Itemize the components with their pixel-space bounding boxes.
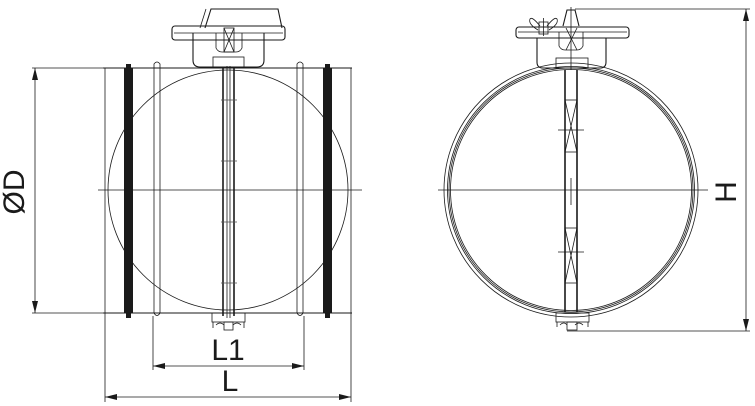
damper-blade-outline <box>107 69 349 311</box>
dimension-diameter: ØD <box>0 67 103 314</box>
duct-body <box>103 67 352 314</box>
manual-actuator <box>171 8 286 69</box>
side-view: ØD L1 L <box>0 8 362 402</box>
wing-nut <box>529 17 558 36</box>
left-bead <box>153 61 161 316</box>
front-actuator <box>515 7 630 70</box>
right-bead <box>296 61 304 316</box>
damper-shaft <box>221 66 237 318</box>
dimension-l: L <box>104 313 352 402</box>
l-label: L <box>222 365 239 398</box>
front-view: H <box>438 7 750 332</box>
front-shaft <box>558 70 584 312</box>
l1-label: L1 <box>211 334 244 367</box>
height-label: H <box>710 181 743 203</box>
right-gasket <box>323 64 332 318</box>
front-bottom-bearing <box>555 312 590 331</box>
dimension-height: H <box>567 8 750 332</box>
dimension-l1: L1 <box>152 316 305 370</box>
diameter-label: ØD <box>0 170 31 215</box>
bottom-bearing <box>211 312 246 331</box>
left-gasket <box>124 64 133 318</box>
